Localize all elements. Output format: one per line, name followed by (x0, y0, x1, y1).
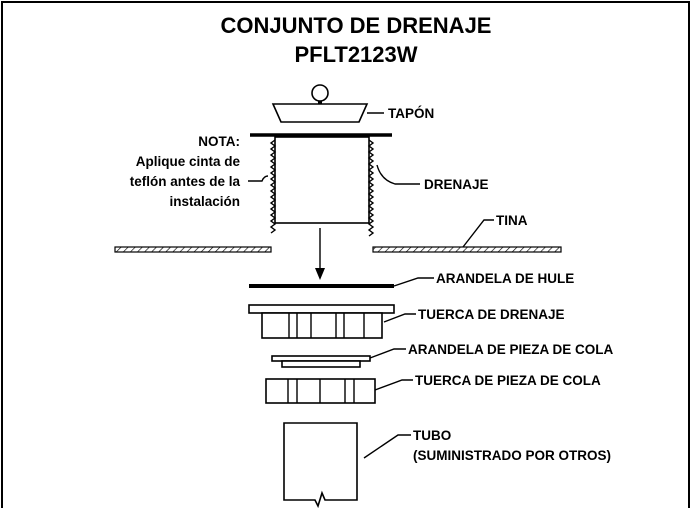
drain-label: DRENAJE (424, 177, 489, 192)
drain-nut (248, 304, 395, 339)
tub-right (372, 246, 562, 253)
tailpiece-nut-leader (374, 379, 413, 391)
install-arrow-head (315, 268, 325, 280)
pipe (283, 422, 358, 508)
tub-leader (462, 219, 494, 248)
rubber-washer-leader (393, 277, 434, 287)
pipe-leader (363, 434, 411, 459)
tailpiece-nut (265, 378, 376, 404)
stopper (271, 84, 369, 123)
tailpiece-washer-leader (369, 348, 406, 359)
drain-body (250, 133, 392, 237)
note-line-3: instalación (169, 194, 240, 209)
pipe-label: TUBO (413, 428, 451, 443)
tub-left (114, 246, 272, 253)
tailpiece-washer-label: ARANDELA DE PIEZA DE COLA (408, 342, 614, 357)
drain-leader (376, 164, 420, 185)
tub-label: TINA (496, 213, 528, 228)
note-leader (248, 175, 269, 182)
stopper-label: TAPÓN (388, 106, 434, 121)
note-heading: NOTA: (198, 134, 240, 149)
pipe-note: (SUMINISTRADO POR OTROS) (413, 448, 611, 463)
rubber-washer (249, 284, 394, 288)
drain-nut-label: TUERCA DE DRENAJE (418, 307, 565, 322)
rubber-washer-label: ARANDELA DE HULE (436, 271, 574, 286)
tailpiece-washer (271, 355, 371, 368)
note-line-2: teflón antes de la (130, 174, 241, 189)
title: CONJUNTO DE DRENAJE (221, 13, 492, 38)
tailpiece-nut-label: TUERCA DE PIEZA DE COLA (415, 373, 601, 388)
note-line-1: Aplique cinta de (136, 154, 241, 169)
model-number: PFLT2123W (294, 42, 417, 67)
drain-nut-leader (383, 313, 416, 323)
